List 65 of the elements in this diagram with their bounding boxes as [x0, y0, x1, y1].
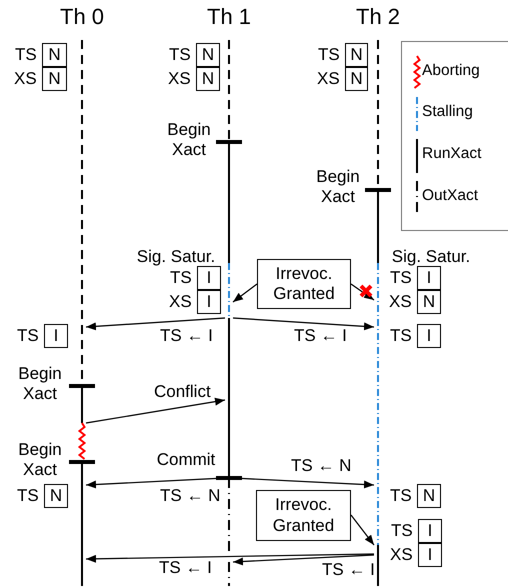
field-name: XS: [14, 69, 37, 90]
field-name: TS: [17, 326, 39, 346]
state-cell: I: [417, 266, 441, 290]
edge-label: Conflict: [154, 382, 211, 402]
state-cell: N: [196, 43, 220, 67]
arrow: [86, 317, 226, 330]
thread-title: Th 1: [207, 4, 252, 30]
legend-label: RunXact: [422, 145, 482, 164]
annotation-text: Sig. Satur.: [390, 247, 472, 268]
edge-label: TS ← N: [291, 456, 352, 476]
field-name: TS: [390, 486, 412, 506]
field-name: TS: [15, 45, 37, 66]
state-cell: N: [44, 484, 68, 508]
legend-label: Aborting: [422, 62, 480, 81]
annotation-text: Begin Xact: [17, 440, 63, 481]
field-name: TS: [390, 268, 412, 288]
annotation-text: Begin Xact: [17, 364, 63, 405]
state-cell: I: [418, 543, 442, 567]
arrow: [86, 477, 226, 488]
note-box: Irrevoc. Granted: [256, 490, 351, 541]
legend-label: OutXact: [422, 187, 478, 206]
field-name: TS: [169, 45, 191, 66]
field-name: TS: [390, 326, 412, 346]
annotation-text: Begin Xact: [166, 120, 212, 161]
state-cell: I: [44, 324, 68, 348]
state-cell: N: [196, 67, 220, 91]
field-name: TS: [318, 45, 340, 66]
annotation-text: Sig. Satur.: [136, 247, 216, 268]
thread-title: Th 0: [60, 4, 104, 30]
edge-label: TS ← I: [159, 558, 212, 578]
edge-label: TS ← I: [322, 560, 375, 580]
state-cell: N: [417, 484, 441, 508]
edge-label: TS ← I: [294, 326, 347, 346]
state-cell: N: [42, 67, 67, 91]
arrow: [350, 514, 374, 546]
field-name: XS: [169, 292, 192, 312]
state-cell: N: [345, 67, 368, 91]
field-name: XS: [317, 69, 340, 90]
state-cell: I: [417, 324, 441, 348]
edge-label: TS ← N: [160, 486, 220, 506]
note-box: Irrevoc. Granted: [257, 259, 351, 309]
annotation-text: Begin Xact: [315, 167, 361, 208]
field-name: TS: [17, 486, 39, 506]
legend-label: Stalling: [422, 103, 473, 122]
arrow: [350, 284, 374, 300]
field-name: TS: [391, 521, 413, 542]
state-cell: I: [418, 519, 442, 543]
arrow: [86, 553, 374, 563]
field-name: TS: [170, 268, 192, 288]
annotation-text: Commit: [156, 450, 216, 470]
arrow: [232, 477, 374, 488]
thread-title: Th 2: [356, 4, 400, 30]
state-cell: I: [197, 266, 221, 290]
field-name: XS: [390, 545, 413, 566]
arrow: [232, 554, 374, 566]
state-cell: I: [197, 290, 221, 314]
field-name: XS: [389, 292, 412, 312]
state-cell: N: [345, 43, 368, 67]
state-cell: N: [42, 43, 67, 67]
arrow: [86, 398, 226, 424]
edge-label: TS ← I: [160, 326, 213, 346]
arrow: [232, 284, 258, 302]
state-cell: N: [417, 290, 441, 314]
arrow: [232, 317, 374, 330]
field-name: XS: [168, 69, 191, 90]
